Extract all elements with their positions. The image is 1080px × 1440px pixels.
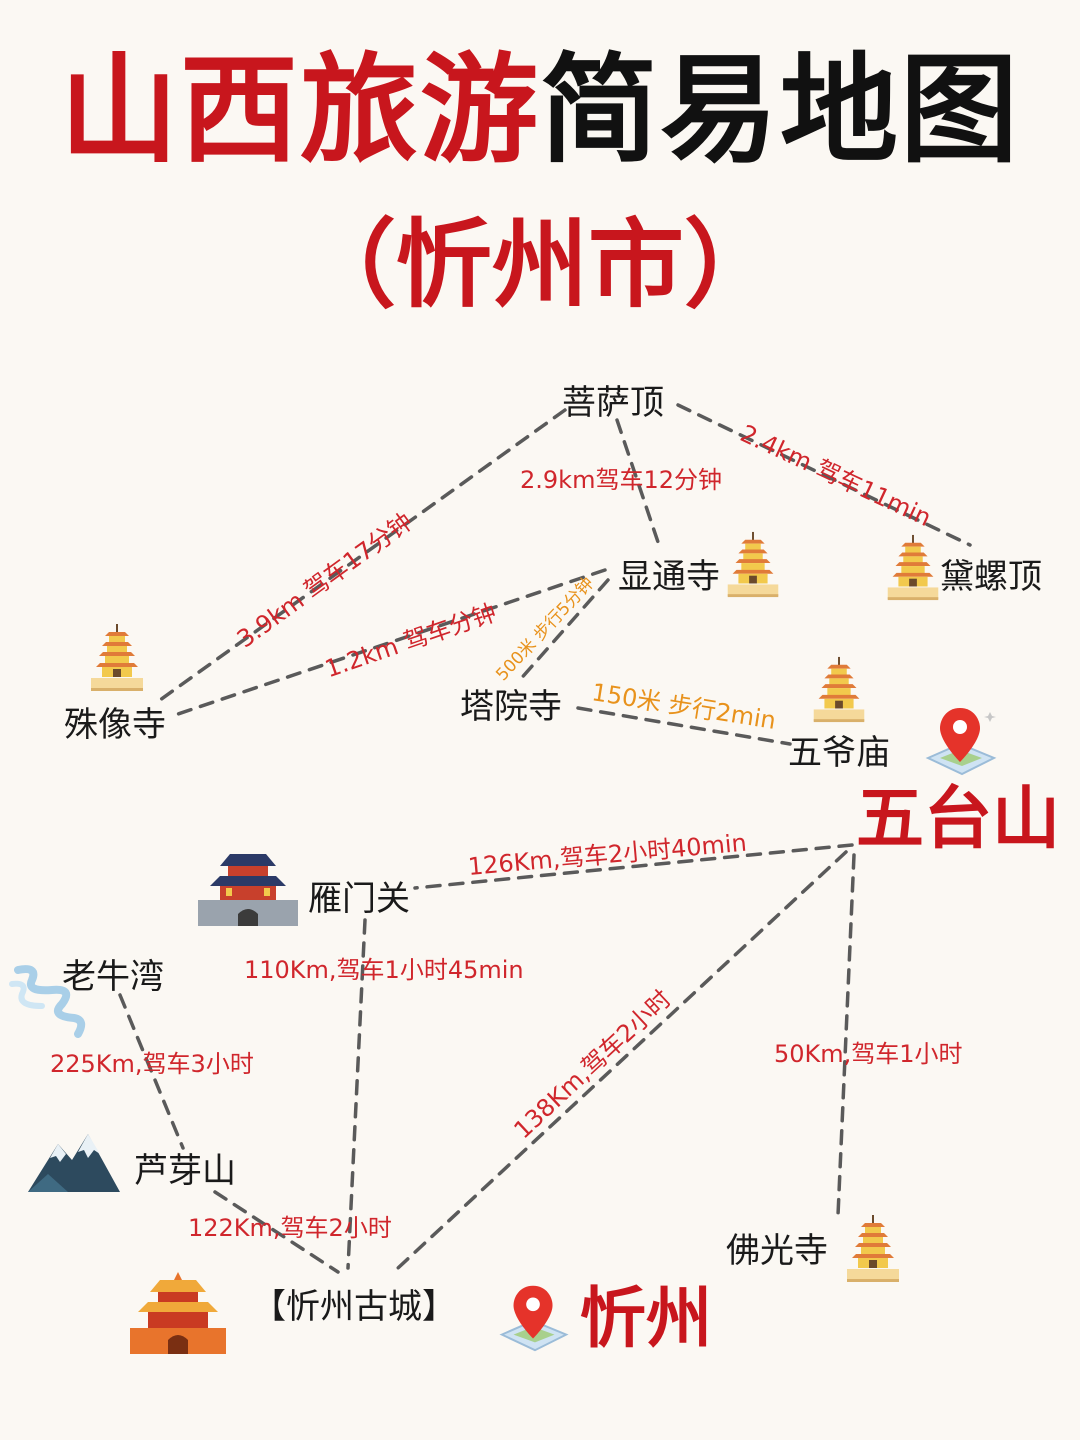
place-wuyemiao: 五爷庙 xyxy=(788,733,890,773)
route-luya-gucheng: 122Km,驾车2小时 xyxy=(188,1214,392,1242)
page-subtitle: （忻州市） xyxy=(300,208,780,321)
page-title: 山西旅游简易地图 xyxy=(0,40,1080,180)
label-wutaishan: 五台山 xyxy=(856,780,1061,859)
line-wutai-foguang xyxy=(836,853,856,1217)
place-pusading: 菩萨顶 xyxy=(562,383,664,423)
pagoda-icon xyxy=(813,656,865,723)
route-wutai-foguang: 50Km,驾车1小时 xyxy=(774,1040,963,1068)
title-black-part: 简易地图 xyxy=(540,40,1021,179)
pagoda-icon xyxy=(91,624,143,691)
place-xinzhougucheng: 【忻州古城】 xyxy=(252,1287,456,1327)
place-shuxiangsi: 殊像寺 xyxy=(64,705,166,745)
place-dailuoding: 黛螺顶 xyxy=(940,557,1042,597)
line-pusa-shuxiang xyxy=(158,408,567,702)
place-foguangsi: 佛光寺 xyxy=(726,1231,828,1271)
pagoda-icon xyxy=(727,531,779,598)
line-xiantong-shuxiang xyxy=(173,568,607,717)
line-yanmen-gucheng xyxy=(346,918,367,1270)
line-laoniu-luya xyxy=(118,993,185,1150)
mountain-icon xyxy=(28,1134,120,1192)
place-luyashan: 芦芽山 xyxy=(134,1151,236,1191)
route-yanmen-gucheng: 110Km,驾车1小时45min xyxy=(244,956,524,984)
route-laoniu-luya: 225Km,驾车3小时 xyxy=(50,1050,254,1078)
place-tayuansi: 塔院寺 xyxy=(460,687,562,727)
line-pusa-xiantong xyxy=(615,418,662,550)
city-gate-icon xyxy=(198,854,298,926)
place-yanmenguan: 雁门关 xyxy=(308,879,410,919)
title-red-part: 山西旅游 xyxy=(59,40,540,179)
pagoda-icon xyxy=(847,1215,899,1282)
pagoda-icon xyxy=(887,534,939,601)
place-laoniuwan: 老牛湾 xyxy=(62,957,164,997)
label-xinzhou: 忻州 xyxy=(580,1280,712,1357)
route-pusa-xiantong: 2.9km驾车12分钟 xyxy=(520,466,722,494)
river-icon xyxy=(9,965,86,1038)
line-xiantong-tayuan xyxy=(516,578,610,684)
map-pin-icon xyxy=(499,1285,569,1352)
line-tayuan-wuye xyxy=(576,706,792,746)
line-pusa-dailuo xyxy=(676,403,972,547)
map-pin-icon xyxy=(925,708,997,776)
place-xiantongsi: 显通寺 xyxy=(618,557,720,597)
line-luya-gucheng xyxy=(213,1190,340,1274)
drum-tower-icon xyxy=(130,1272,226,1354)
line-wutai-gucheng xyxy=(396,850,848,1270)
line-wutai-yanmen xyxy=(413,843,854,890)
